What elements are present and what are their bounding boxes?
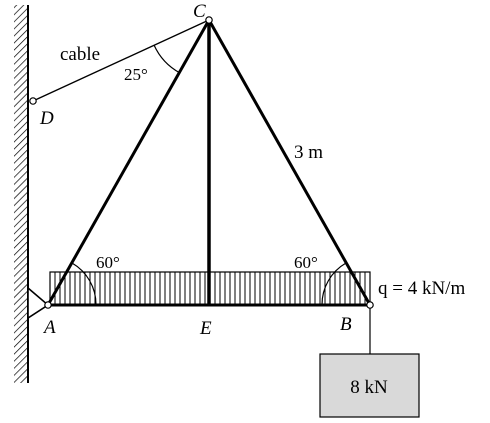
- point-c-label: C: [193, 1, 206, 22]
- member-bc: [207, 19, 372, 306]
- angle-cable-label: 25°: [124, 65, 148, 84]
- pin-a: [44, 301, 52, 309]
- angle-arc-right: [321, 262, 347, 306]
- cable-label: cable: [60, 44, 100, 65]
- angle-left-label: 60°: [96, 253, 120, 272]
- length-label: 3 m: [294, 142, 323, 163]
- pin-b: [366, 301, 374, 309]
- point-b-label: B: [340, 314, 352, 335]
- angle-arc-cable: [153, 44, 181, 74]
- point-e-label: E: [199, 318, 212, 339]
- wall: [14, 5, 29, 383]
- pin-c: [205, 16, 213, 24]
- load-label: q = 4 kN/m: [378, 278, 465, 299]
- angle-arc-left: [71, 262, 97, 306]
- weight-label: 8 kN: [350, 377, 388, 398]
- cable-dc: [32, 19, 210, 102]
- point-d-label: D: [39, 108, 54, 129]
- pin-support-a: [27, 286, 50, 320]
- weight-box: [319, 353, 420, 418]
- point-a-label: A: [42, 317, 56, 338]
- angle-right-label: 60°: [294, 253, 318, 272]
- member-ac: [46, 19, 211, 306]
- pin-d: [29, 97, 37, 105]
